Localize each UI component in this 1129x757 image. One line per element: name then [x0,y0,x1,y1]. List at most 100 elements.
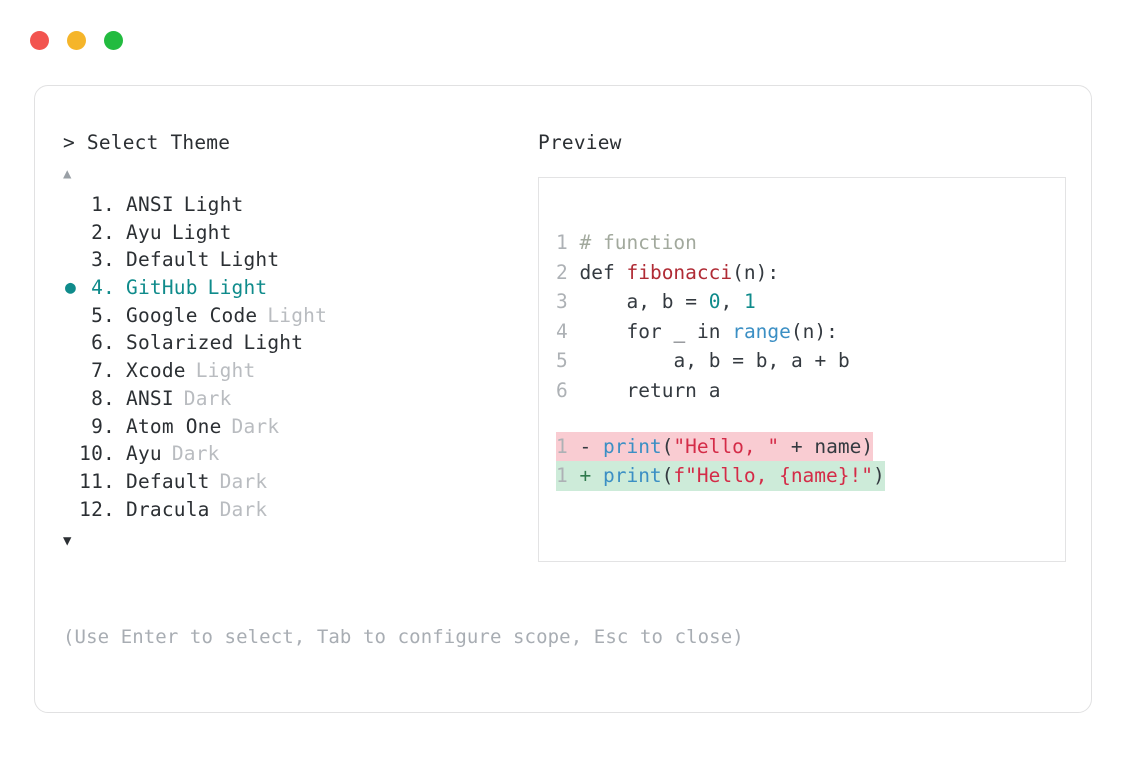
code-punctuation: , [720,290,733,314]
code-punctuation [720,320,732,343]
theme-item-name: Xcode [126,359,186,383]
theme-item-variant: Light [195,359,256,383]
theme-item-name: Ayu [126,220,162,244]
theme-item-name: ANSI [126,386,174,410]
theme-item-index: 7. [91,359,115,383]
code-punctuation [603,290,615,313]
code-punctuation [591,290,603,313]
close-button[interactable] [30,31,49,50]
scroll-up-icon[interactable]: ▲ [63,166,72,182]
code-punctuation [826,349,838,372]
code-line-number: 1 [556,231,580,254]
code-line: 2 def fibonacci(n): [556,258,1065,288]
theme-item-index: 11. [79,469,115,493]
code-identifier: a [708,378,721,402]
code-punctuation [803,349,815,372]
code-identifier: a [790,349,803,373]
theme-item-name: Solarized [126,331,234,355]
theme-item-name: Default [126,248,210,272]
code-identifier: a [626,290,639,314]
theme-item-variant: Dark [219,497,268,521]
theme-item-name: Dracula [126,497,210,521]
theme-item-variant: Light [243,331,304,355]
code-punctuation: ( [732,260,744,284]
code-punctuation [603,379,615,402]
code-line: 1 # function [556,228,1065,258]
preview-title: Preview [538,131,622,154]
code-builtin: range [732,319,791,343]
theme-item-index: 6. [91,331,115,355]
theme-item-variant: Dark [183,386,232,410]
theme-list-item[interactable]: 7. Xcode Light [63,357,513,385]
code-punctuation: + [814,349,827,373]
diff-line-removed: 1 - print("Hello, " + name) [556,431,874,462]
help-text: (Use Enter to select, Tab to configure s… [63,626,744,648]
code-punctuation [697,290,709,313]
code-line-number: 6 [556,378,580,402]
code-punctuation [603,349,615,372]
code-identifier: n [802,319,815,343]
theme-item-variant: Light [267,303,328,327]
code-punctuation [603,320,615,343]
minimize-button[interactable] [67,31,86,50]
code-punctuation [720,349,732,372]
code-punctuation [579,349,591,372]
code-punctuation [685,320,697,343]
code-punctuation: ( [790,319,803,343]
code-builtin: print [602,434,662,458]
code-string: "Hello, " [673,434,780,458]
theme-item-index: 5. [91,303,115,327]
code-line-number: 5 [556,349,580,373]
code-builtin: print [602,464,662,488]
scroll-down-icon[interactable]: ▼ [63,533,72,550]
code-punctuation [779,435,791,458]
code-punctuation [697,349,709,372]
theme-item-index: 10. [79,442,115,466]
code-number: 1 [743,290,756,314]
code-spacer [556,406,1065,432]
code-punctuation [615,320,627,343]
code-line: 6 return a [556,376,1065,406]
code-punctuation [662,320,674,343]
code-punctuation [697,379,709,402]
code-punctuation: = [685,290,697,314]
code-line: 5 a, b = b, a + b [556,346,1065,376]
code-punctuation [615,290,627,313]
code-punctuation [803,435,815,458]
code-punctuation [579,290,591,313]
theme-item-index: 12. [79,497,115,521]
theme-item-variant: Light [183,193,244,216]
code-identifier: b [661,290,674,314]
code-punctuation [615,379,627,402]
code-punctuation: ) [814,319,827,343]
code-punctuation: ) [873,464,885,488]
theme-list-item[interactable]: 6. Solarized Light [63,329,513,357]
code-line: 4 for _ in range(n): [556,317,1065,347]
diff-line-number: 1 [556,434,580,458]
code-punctuation [662,349,674,372]
theme-item-variant: Light [171,220,232,244]
theme-item-name: Google Code [126,303,258,327]
selected-bullet-icon: ● [65,277,77,299]
code-comment: # function [579,231,697,254]
theme-item-index: 3. [91,248,115,272]
maximize-button[interactable] [104,31,123,50]
theme-list-item[interactable]: 5. Google Code Light [63,302,513,330]
theme-item-variant: Light [207,276,268,300]
code-keyword: for [626,319,662,343]
theme-list-item[interactable]: 12. Dracula Dark [63,496,513,524]
diff-line-added: 1 + print(f"Hello, {name}!") [556,461,885,491]
